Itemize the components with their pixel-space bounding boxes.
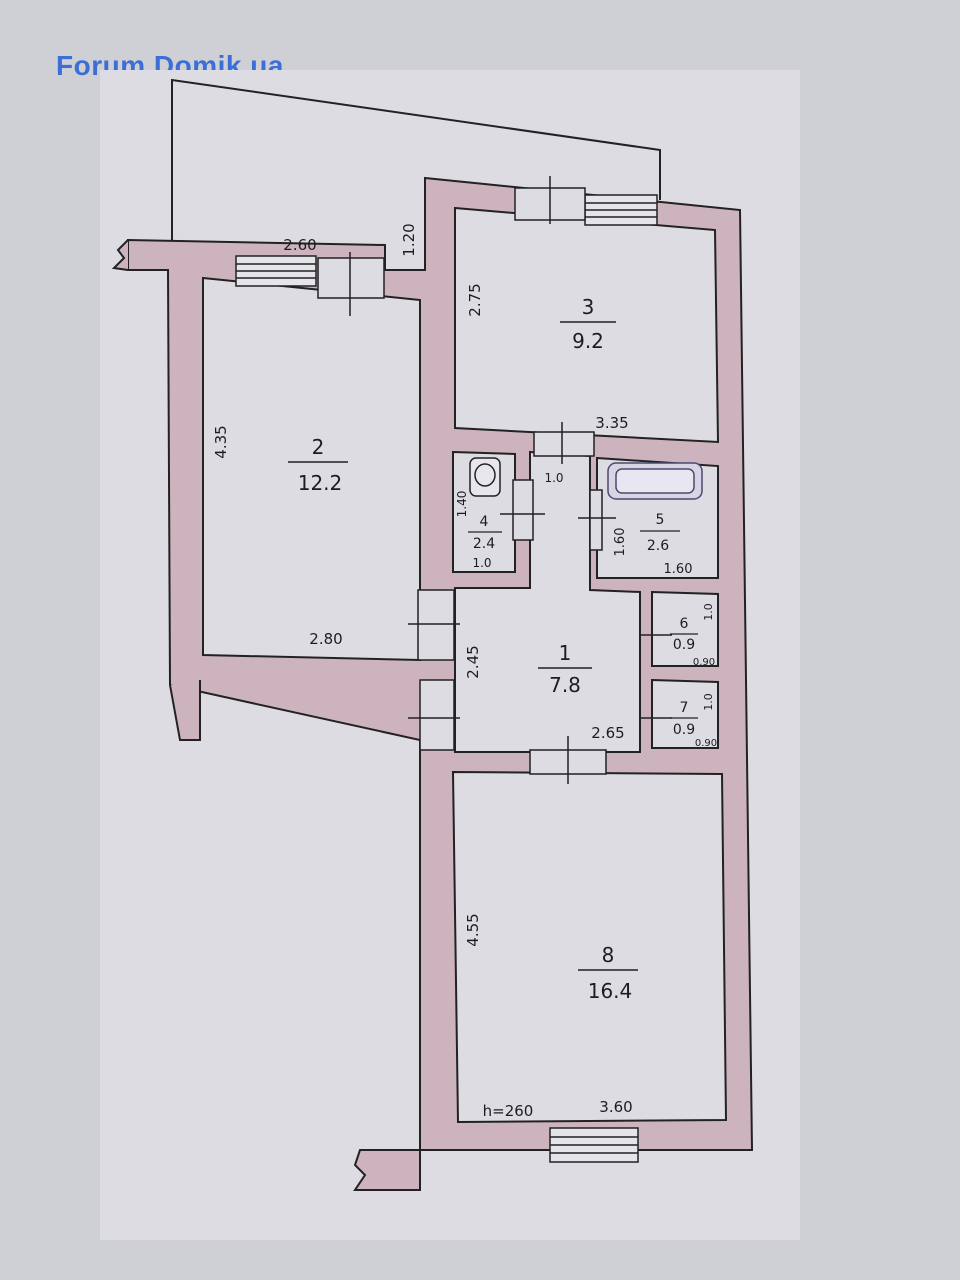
dim-4-55: 4.55	[464, 913, 482, 946]
room-6-number: 6	[680, 616, 689, 632]
dim-4-35: 4.35	[212, 425, 230, 458]
dim-3-35: 3.35	[595, 414, 628, 432]
wall-stub-lower-left	[169, 680, 201, 741]
dim-1-0-storage-6: 1.0	[702, 603, 715, 621]
dim-2-45: 2.45	[464, 645, 482, 678]
door-marks	[317, 176, 672, 784]
dim-2-65: 2.65	[591, 724, 624, 742]
dim-1-20: 1.20	[400, 223, 418, 256]
room-5-number: 5	[656, 512, 665, 528]
room-8-area: 16.4	[588, 979, 633, 1003]
dim-1-60-horizontal: 1.60	[664, 562, 693, 577]
dim-0-90-storage-6: 0.90	[693, 657, 715, 668]
room-3-number: 3	[582, 295, 595, 319]
dim-1-40: 1.40	[455, 491, 469, 518]
ceiling-height-note: h=260	[483, 1102, 534, 1120]
dim-0-90-storage-7: 0.90	[695, 738, 717, 749]
dim-2-75: 2.75	[466, 283, 484, 316]
room-2-number: 2	[312, 435, 325, 459]
dim-1-0-wc: 1.0	[472, 556, 491, 570]
window-room-2	[235, 255, 317, 287]
room-1-number: 1	[559, 641, 572, 665]
dim-2-80: 2.80	[309, 630, 342, 648]
bathtub-icon	[607, 462, 703, 500]
room-7-area: 0.9	[673, 722, 695, 738]
dim-1-0-storage-7: 1.0	[702, 693, 715, 711]
room-3-area: 9.2	[572, 329, 604, 353]
room-7-number: 7	[680, 700, 689, 716]
wall-stub-left	[111, 239, 129, 271]
toilet-icon	[469, 457, 501, 497]
balcony-outline	[171, 78, 661, 245]
room-8-number: 8	[602, 943, 615, 967]
dim-3-60: 3.60	[599, 1098, 632, 1116]
window-room-3	[584, 194, 658, 226]
room-4-area: 2.4	[473, 536, 495, 552]
room-1-area: 7.8	[549, 673, 581, 697]
dim-2-60-top: 2.60	[283, 236, 316, 254]
wall-stub-bottom-left	[353, 1149, 421, 1191]
dim-1-60-vertical: 1.60	[613, 528, 628, 557]
room-6-area: 0.9	[673, 637, 695, 653]
room-2-area: 12.2	[298, 471, 343, 495]
room-5-area: 2.6	[647, 538, 669, 554]
dim-1-0-corridor: 1.0	[544, 471, 563, 485]
window-room-8	[549, 1127, 639, 1163]
room-4-number: 4	[480, 514, 489, 530]
